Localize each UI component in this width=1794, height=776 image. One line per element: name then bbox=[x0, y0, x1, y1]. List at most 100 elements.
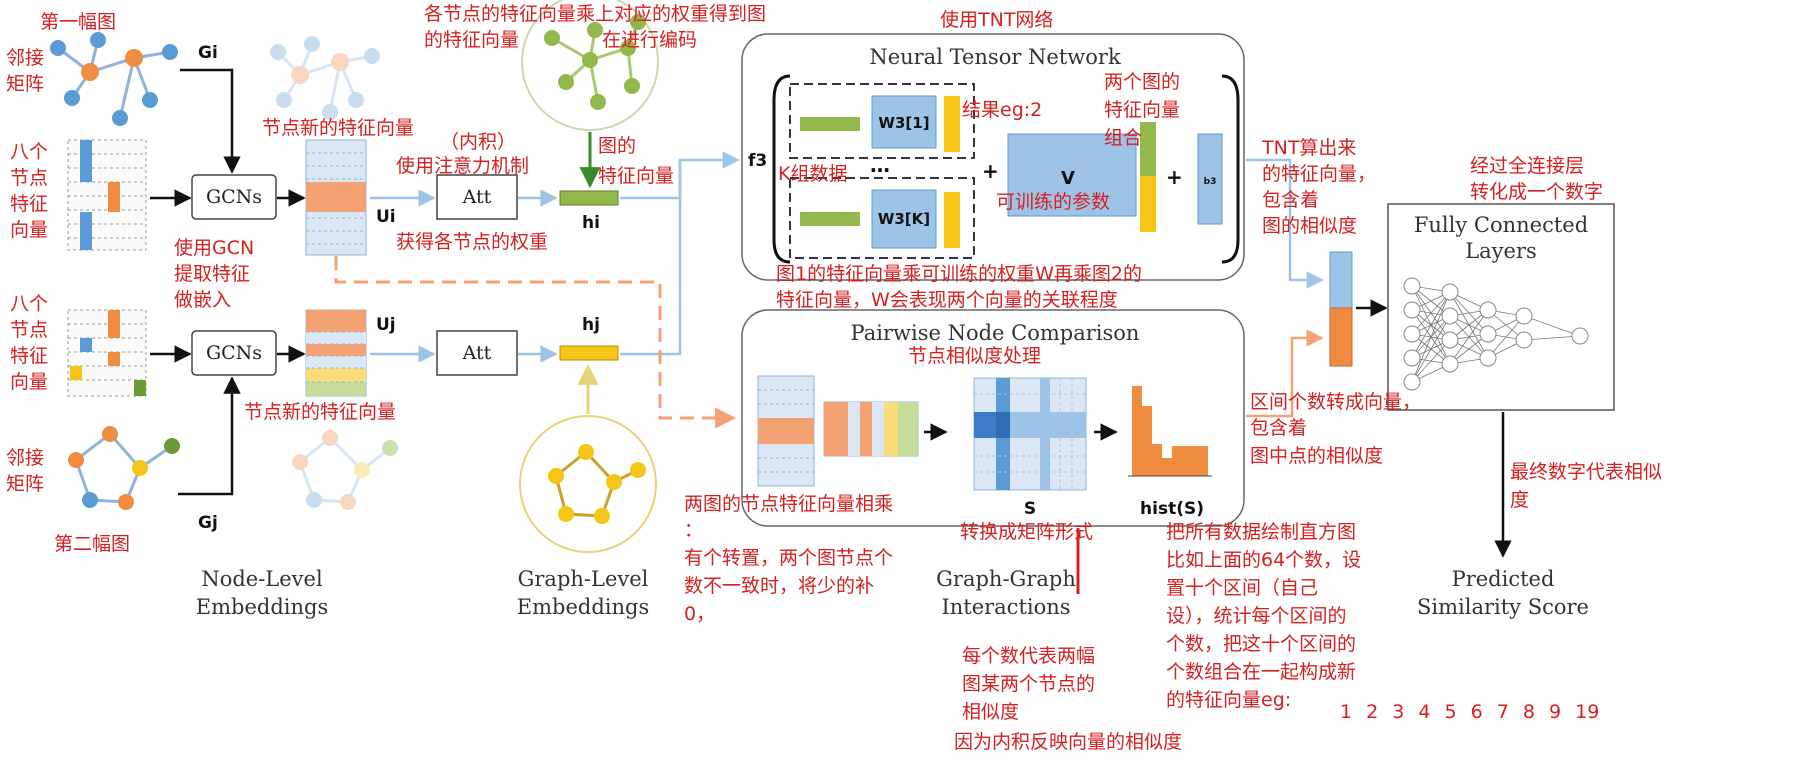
symbol-s: S bbox=[1024, 499, 1036, 519]
symbol-hi: hi bbox=[582, 213, 600, 233]
gcn-label-top: GCNs bbox=[206, 186, 262, 208]
fc-edge bbox=[1449, 309, 1489, 365]
ntn-concat-green bbox=[1140, 122, 1156, 176]
ann-weighted-2: 的特征向量 bbox=[424, 29, 519, 51]
ann-each-3: 相似度 bbox=[962, 701, 1019, 723]
symbol-v: V bbox=[1061, 168, 1075, 189]
fc-node bbox=[1441, 283, 1459, 301]
encoding-node bbox=[587, 22, 603, 38]
ntn-slice-k-box bbox=[789, 177, 975, 259]
fc-node bbox=[1441, 355, 1459, 373]
fc-node bbox=[1515, 331, 1533, 349]
fc-title-line2: Layers bbox=[1465, 239, 1537, 263]
graph-embedding-hi bbox=[559, 190, 619, 206]
gcn-label-bottom: GCNs bbox=[206, 342, 262, 364]
ntn-slice-1-yellow bbox=[944, 96, 960, 152]
gi-arrow bbox=[180, 68, 241, 174]
fc-node bbox=[1403, 301, 1421, 319]
symbol-hj: hj bbox=[582, 315, 600, 335]
ann-inner: （内积） bbox=[440, 131, 516, 153]
ann-hist-1: 把所有数据绘制直方图 bbox=[1166, 521, 1356, 543]
ntn-slice-k-yellow bbox=[944, 192, 960, 248]
ntn-slice-1-vec bbox=[800, 117, 860, 131]
graph-1-node bbox=[125, 49, 143, 67]
fc-node bbox=[1479, 301, 1497, 319]
ann-tnt-out-1: TNT算出来 bbox=[1261, 137, 1356, 159]
ann-graph-vec-2: 特征向量 bbox=[598, 165, 674, 187]
fc-node bbox=[1571, 327, 1589, 345]
ann-mult-4: 数不一致时，将少的补 bbox=[684, 575, 874, 597]
ann-gcn-3: 做嵌入 bbox=[174, 289, 231, 311]
ann-encode: 在进行编码 bbox=[602, 29, 697, 51]
graph-2-faded-node bbox=[292, 454, 308, 470]
graph-1-node bbox=[142, 92, 158, 108]
graph-2-faded bbox=[292, 430, 398, 510]
symbol-f3: f3 bbox=[748, 151, 767, 171]
ann-final-1: 最终数字代表相似 bbox=[1510, 461, 1662, 483]
graph-1-faded-node bbox=[331, 53, 349, 71]
graph-1-input bbox=[50, 32, 178, 126]
pnc-uj-transpose bbox=[823, 401, 919, 457]
histogram-bars bbox=[1128, 386, 1212, 477]
symbol-w1: W3[1] bbox=[878, 114, 929, 132]
ann-tnt-out-2: 的特征向量， bbox=[1262, 163, 1376, 185]
encoding-node bbox=[624, 78, 640, 94]
fc-edge bbox=[1411, 339, 1451, 383]
ann-adj2-a: 邻接 bbox=[6, 447, 44, 469]
fc-edge bbox=[1411, 291, 1451, 359]
ann-eight2-b: 节点 bbox=[10, 319, 48, 341]
graph-1-faded-node bbox=[348, 92, 364, 108]
ann-hist-2: 比如上面的64个数，设 bbox=[1166, 549, 1361, 571]
fc-node bbox=[1403, 277, 1421, 295]
graph-2-faded-node bbox=[322, 430, 338, 446]
u-to-pnc-dashed bbox=[334, 256, 737, 429]
hj-to-ntn bbox=[620, 160, 682, 356]
ann-bins-1: 区间个数转成向量， bbox=[1250, 391, 1421, 413]
encoding-node bbox=[582, 52, 598, 68]
graph-1-node bbox=[162, 44, 178, 60]
encoding-node bbox=[594, 508, 610, 524]
encoding-node bbox=[590, 94, 606, 110]
node-embeddings-uj bbox=[305, 309, 367, 397]
ann-trainable: 可训练的参数 bbox=[996, 191, 1110, 213]
graph-1-faded-node bbox=[304, 36, 320, 52]
ann-eight1-d: 向量 bbox=[10, 219, 48, 241]
ann-tnt-out-3: 包含着 bbox=[1262, 189, 1319, 211]
graph-1-node bbox=[112, 110, 128, 126]
ntn-to-concat bbox=[1246, 158, 1324, 289]
fc-edge bbox=[1411, 315, 1451, 383]
ann-first-graph: 第一幅图 bbox=[40, 11, 116, 33]
att-label-top: Att bbox=[462, 186, 492, 208]
symbol-gi: Gi bbox=[198, 43, 218, 63]
concat-vector-blue bbox=[1329, 251, 1353, 309]
feature-matrix-bottom bbox=[67, 309, 147, 397]
concat-vector-orange bbox=[1329, 307, 1353, 367]
encoding-node bbox=[558, 74, 574, 90]
att-block-top bbox=[436, 174, 518, 220]
ann-use-tnt: 使用TNT网络 bbox=[940, 9, 1053, 31]
fc-node bbox=[1403, 373, 1421, 391]
fc-edge bbox=[1411, 291, 1451, 383]
ann-hist-values: 1 2 3 4 5 6 7 8 9 19 bbox=[1340, 701, 1599, 723]
ann-mult-3: 有个转置，两个图节点个 bbox=[684, 547, 893, 569]
encoding-node bbox=[620, 40, 636, 56]
graph-1-faded-node bbox=[291, 66, 309, 84]
ann-adj2-b: 矩阵 bbox=[6, 473, 44, 495]
ntn-slice-k-vec bbox=[800, 212, 860, 226]
encoding-node bbox=[558, 506, 574, 522]
graph-2-faded-node bbox=[340, 494, 356, 510]
symbol-hist: hist(S) bbox=[1140, 499, 1204, 519]
ntn-plus-1: + bbox=[982, 159, 999, 183]
pnc-to-concat bbox=[1246, 329, 1324, 418]
ann-adj1-a: 邻接 bbox=[6, 47, 44, 69]
label-pred-1: Predicted bbox=[1452, 567, 1555, 591]
graph-1-node bbox=[50, 40, 66, 56]
ntn-slice-1-matrix bbox=[871, 95, 937, 149]
label-gg-1: Graph-Graph bbox=[936, 567, 1076, 591]
graph-2-node bbox=[68, 452, 84, 468]
pnc-ui-matrix bbox=[757, 375, 815, 487]
pnc-title: Pairwise Node Comparison bbox=[851, 321, 1140, 345]
label-gg-2: Interactions bbox=[941, 595, 1070, 619]
ann-hist-4: 设），统计每个区间的 bbox=[1166, 605, 1347, 627]
ann-att-mech: 使用注意力机制 bbox=[396, 155, 529, 177]
